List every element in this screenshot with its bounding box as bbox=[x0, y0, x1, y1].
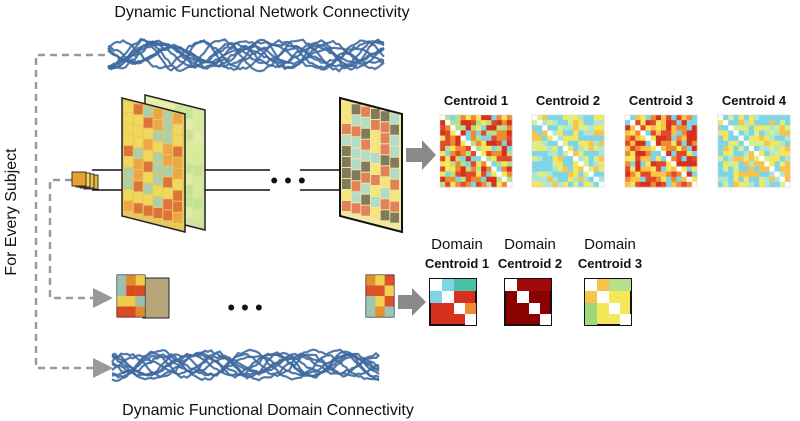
domain-centroid-labels: Domain Centroid 1 Domain Centroid 2 Doma… bbox=[425, 236, 642, 271]
network-centroid-4 bbox=[717, 114, 791, 188]
domain-centroid-3 bbox=[584, 278, 632, 326]
bottom-title: Dynamic Functional Domain Connectivity bbox=[122, 402, 414, 419]
side-label: For Every Subject bbox=[3, 148, 20, 276]
network-timecourses bbox=[107, 37, 385, 73]
top-title: Dynamic Functional Network Connectivity bbox=[114, 4, 409, 21]
centroid-3-label: Centroid 3 bbox=[629, 93, 693, 108]
network-centroids: Centroid 1 Centroid 2 Centroid 3 Centroid 4 bbox=[439, 93, 791, 188]
subject-window-stack bbox=[71, 171, 99, 190]
domain-centroid-1 bbox=[429, 278, 477, 326]
windows-ellipsis: • • • bbox=[270, 168, 305, 193]
windowed-matrix-last bbox=[339, 96, 403, 234]
centroid-4-label: Centroid 4 bbox=[722, 93, 787, 108]
network-centroid-2 bbox=[531, 114, 605, 188]
domain-label-3-line2: Centroid 3 bbox=[578, 256, 642, 271]
subject-connectors bbox=[34, 53, 113, 378]
domain-label-1-line1: Domain bbox=[431, 236, 483, 253]
domain-label-1-line2: Centroid 1 bbox=[425, 256, 489, 271]
domain-label-2-line1: Domain bbox=[504, 236, 556, 253]
domain-window-1 bbox=[116, 274, 170, 319]
domain-windows-ellipsis: • • • bbox=[227, 295, 262, 320]
domain-label-2-line2: Centroid 2 bbox=[498, 256, 562, 271]
arrow-to-domain-centroids bbox=[398, 288, 426, 316]
domain-timecourses bbox=[111, 348, 380, 382]
domain-window-last bbox=[365, 274, 395, 318]
network-centroid-3 bbox=[624, 114, 698, 188]
windowed-matrix-front bbox=[121, 97, 186, 233]
domain-centroid-2 bbox=[504, 278, 552, 326]
arrow-to-network-centroids bbox=[406, 140, 436, 170]
centroid-1-label: Centroid 1 bbox=[444, 93, 508, 108]
network-centroid-1 bbox=[439, 114, 513, 188]
domain-label-3-line1: Domain bbox=[584, 236, 636, 253]
centroid-2-label: Centroid 2 bbox=[536, 93, 600, 108]
